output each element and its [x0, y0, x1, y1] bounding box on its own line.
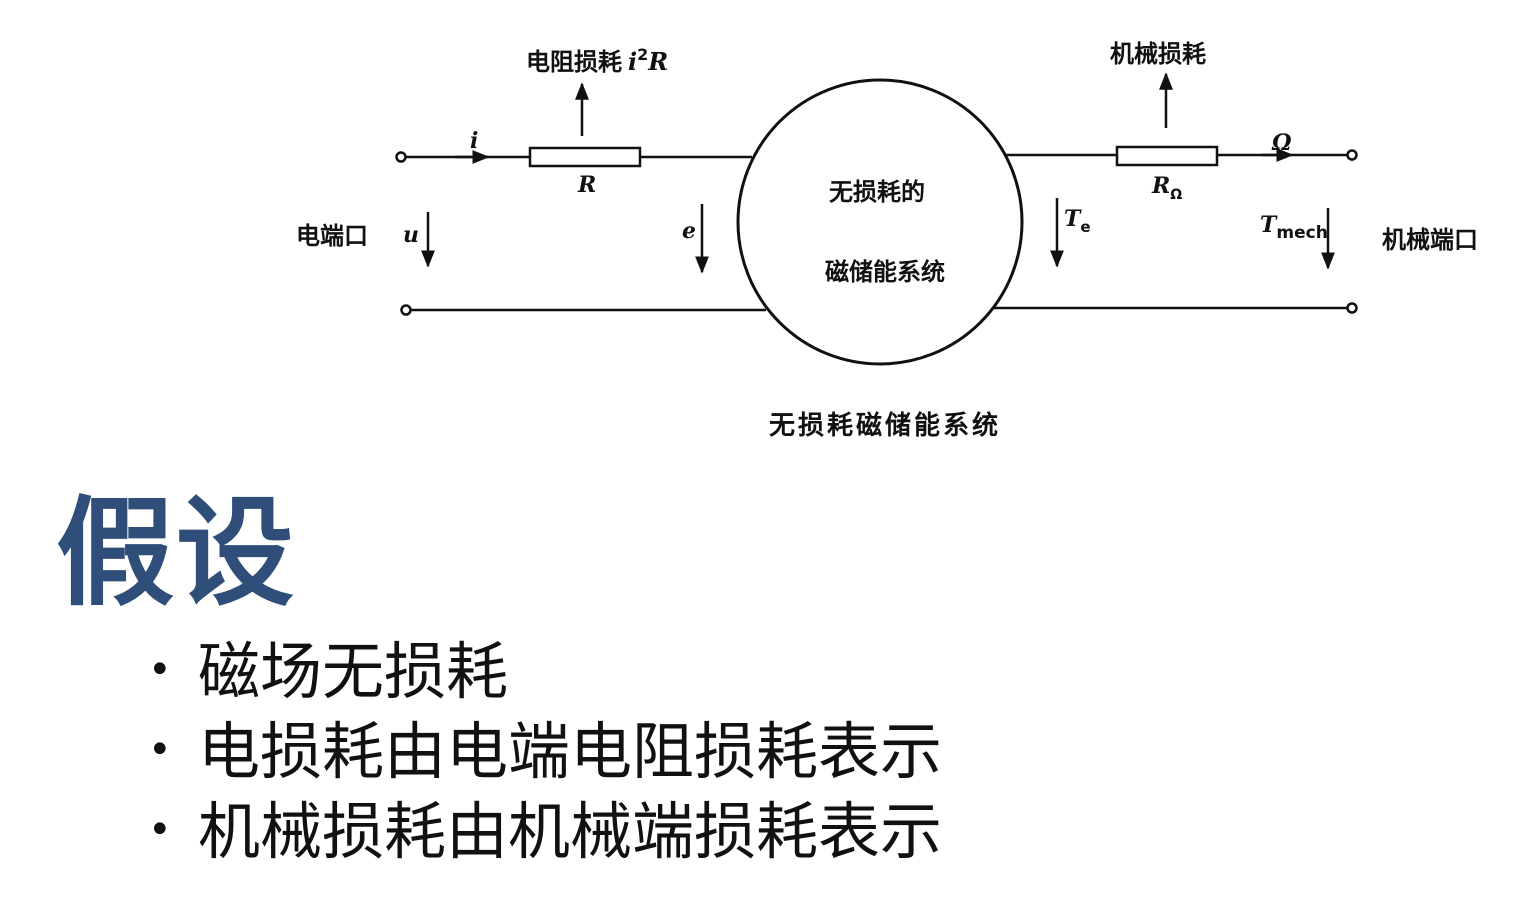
- mech-resistor-label: RΩ: [1151, 173, 1182, 203]
- mech-port-label: 机械端口: [1382, 226, 1478, 254]
- list-item-text: 机械损耗由机械端损耗表示: [198, 795, 943, 868]
- mech-terminal-top: [1346, 149, 1358, 161]
- list-item: • 电损耗由电端电阻损耗表示: [148, 712, 942, 792]
- circle-text-line1: 无损耗的: [829, 178, 925, 206]
- electric-terminal-bottom: [400, 304, 412, 316]
- bullet-icon: •: [148, 646, 172, 693]
- emf-label: e: [682, 218, 696, 244]
- assumption-list: • 磁场无损耗 • 电损耗由电端电阻损耗表示 • 机械损耗由机械端损耗表示: [148, 632, 942, 872]
- list-item: • 磁场无损耗: [148, 632, 942, 712]
- resistor-r-omega: [1115, 145, 1219, 167]
- list-item: • 机械损耗由机械端损耗表示: [148, 792, 942, 872]
- resistor-label: R: [577, 172, 596, 198]
- te-label: Te: [1064, 206, 1091, 236]
- list-item-text: 电损耗由电端电阻损耗表示: [198, 715, 943, 788]
- mech-terminal-bottom: [1346, 302, 1358, 314]
- electric-port-label: 电端口: [296, 222, 368, 250]
- circle-text-line2: 磁储能系统: [825, 258, 945, 286]
- diagram-caption: 无损耗磁储能系统: [769, 410, 1001, 441]
- current-label: i: [470, 128, 478, 154]
- list-item-text: 磁场无损耗: [198, 635, 509, 708]
- electric-terminal-top: [395, 151, 407, 163]
- tmech-label: Tmech: [1260, 212, 1328, 243]
- lossless-storage-circle: [736, 78, 1024, 366]
- omega-label: Ω: [1271, 130, 1292, 156]
- mech-loss-label: 机械损耗: [1110, 40, 1206, 68]
- voltage-label: u: [403, 222, 419, 248]
- page-heading: 假设: [56, 484, 297, 622]
- resistor-r: [528, 146, 642, 168]
- bullet-icon: •: [148, 726, 172, 773]
- bullet-icon: •: [148, 806, 172, 853]
